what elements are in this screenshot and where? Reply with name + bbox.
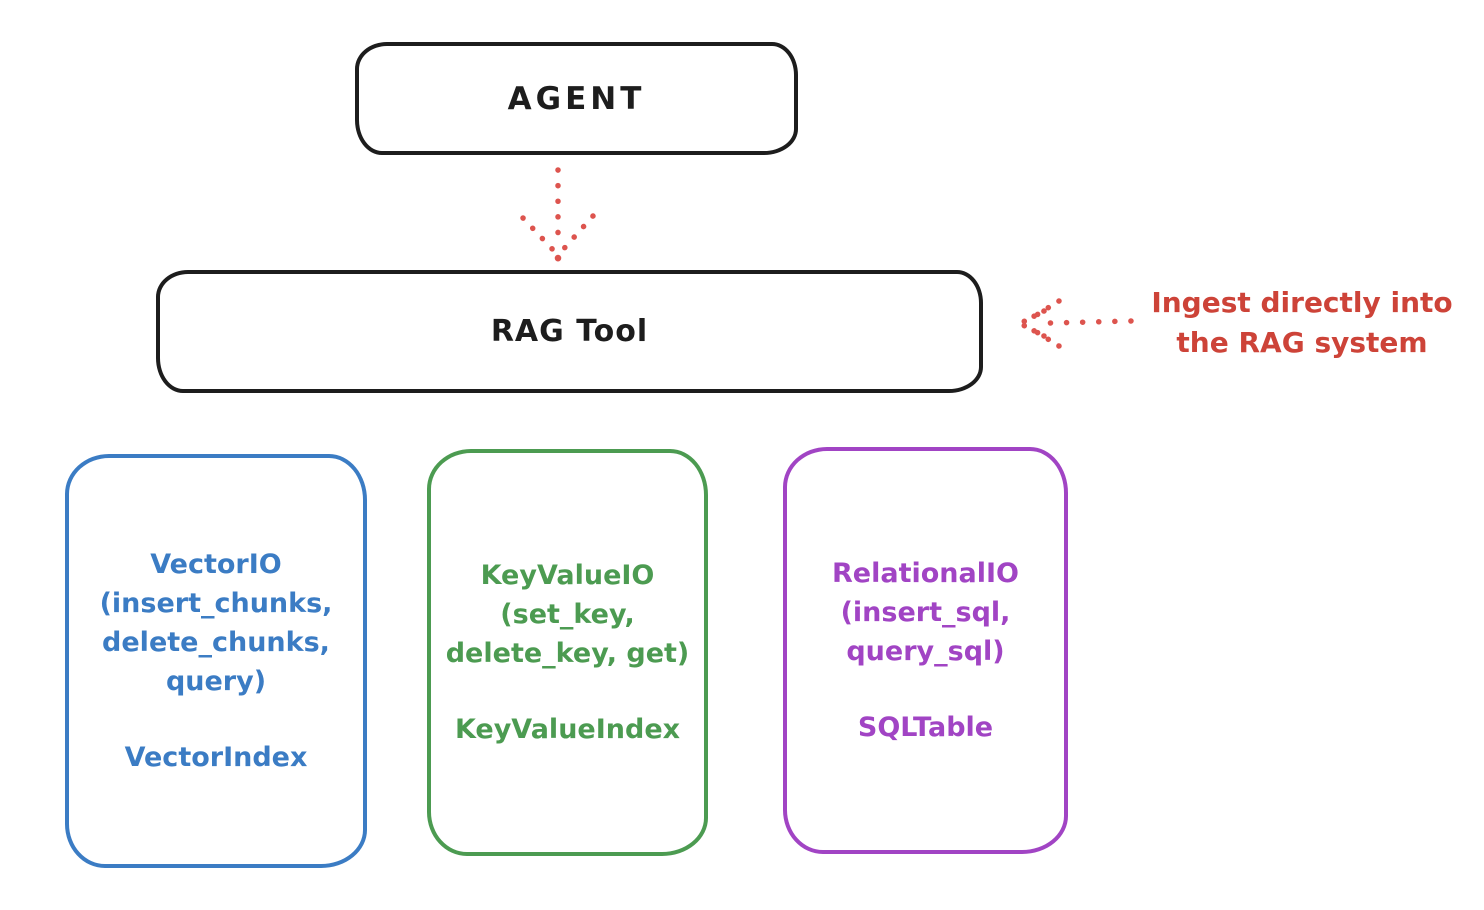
backend-key-value-io-line: KeyValueIO — [480, 560, 655, 591]
rag-tool-node: RAG Tool — [156, 270, 983, 393]
dotted-left-arrow-icon — [1018, 298, 1134, 349]
backend-relational-io-line: (insert_sql, — [840, 597, 1011, 628]
backend-relational-io-line: RelationalIO — [832, 558, 1019, 589]
backend-relational-io-line: query_sql) — [846, 636, 1005, 667]
backend-vector-io-line: VectorIO — [150, 549, 282, 580]
agent-node: AGENT — [355, 42, 798, 155]
backend-key-value-io-index-label: KeyValueIndex — [454, 714, 681, 745]
ingest-annotation: Ingest directly into the RAG system — [1130, 283, 1474, 363]
backend-relational-io-index-label: SQLTable — [857, 712, 994, 743]
ingest-annotation-line2: the RAG system — [1176, 326, 1428, 359]
backend-key-value-io-node: KeyValueIO (set_key, delete_key, get) Ke… — [427, 449, 708, 856]
rag-tool-node-label: RAG Tool — [490, 314, 649, 349]
backend-key-value-io-line: (set_key, — [500, 599, 635, 630]
backend-key-value-io-line: delete_key, get) — [445, 638, 690, 669]
agent-node-label: AGENT — [507, 80, 646, 117]
backend-vector-io-line: (insert_chunks, — [99, 588, 333, 619]
ingest-annotation-line1: Ingest directly into — [1151, 286, 1453, 319]
backend-vector-io-line: delete_chunks, — [102, 627, 330, 658]
backend-vector-io-line: query) — [165, 666, 267, 697]
backend-vector-io-index-label: VectorIndex — [124, 742, 308, 773]
backend-vector-io-node: VectorIO (insert_chunks, delete_chunks, … — [65, 454, 367, 868]
dotted-down-arrow-icon — [520, 167, 596, 262]
backend-relational-io-node: RelationalIO (insert_sql, query_sql) SQL… — [783, 447, 1068, 854]
